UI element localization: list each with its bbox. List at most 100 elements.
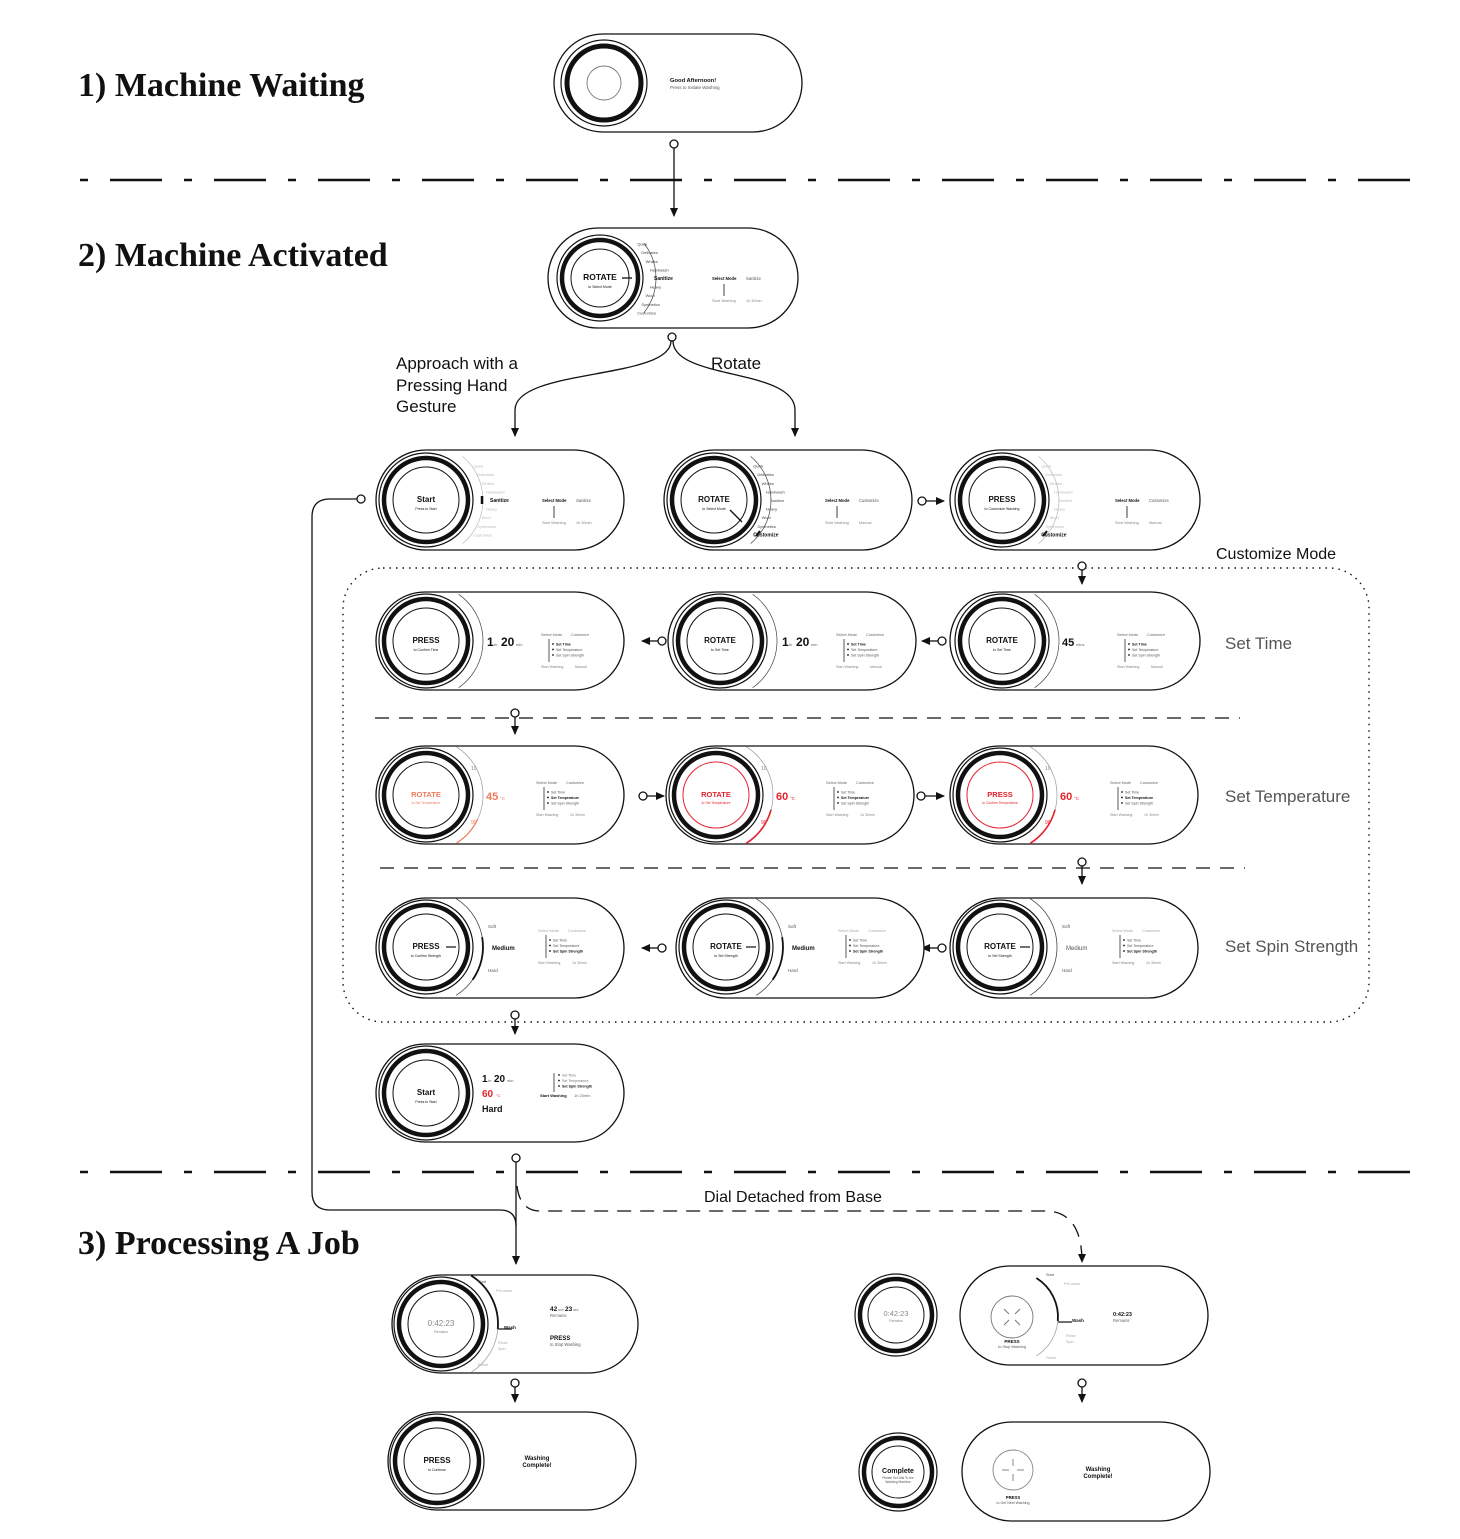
step-item: Set Spin Strength [841, 802, 869, 806]
dial-face [867, 1286, 925, 1344]
status-time: 1h 30min [572, 961, 587, 965]
status-select-mode: Select Mode [541, 633, 562, 637]
step-bullet [849, 944, 851, 947]
status-start-washing: Start Washing [538, 961, 560, 965]
stage-label: Finish [478, 1363, 488, 1367]
mode-list-item: Synthetics [641, 302, 659, 307]
mode-list-item: Customize [473, 532, 493, 537]
dial-face [966, 761, 1034, 829]
status-time: 1h 30min [860, 813, 875, 817]
status-mode: Customize [568, 929, 586, 933]
dial-inner-circle [586, 65, 622, 101]
scale-arc [750, 456, 772, 544]
status-start-washing: Start Washing [1117, 665, 1139, 669]
step-item: Set Temperature [841, 796, 869, 800]
dial-sublabel: to Set Time [993, 648, 1011, 652]
complete-message-line1: Washing [525, 1456, 550, 1462]
step-bullet [547, 791, 549, 793]
dial-pointer [729, 509, 743, 523]
dial-sublabel: to Set Strength [714, 954, 737, 958]
status-mode: Customize [866, 633, 884, 637]
temperature-unit: °C [500, 796, 506, 801]
mode-list-item: Wool [762, 515, 771, 520]
scale-top-label: 10 [1045, 766, 1051, 772]
step-item: Set Temperature [851, 648, 878, 652]
step-bullet [1121, 796, 1123, 799]
summary-minutes: 20 [494, 1074, 506, 1085]
dial-detached-label: Dial Detached from Base [704, 1189, 882, 1206]
step-item: Set Spin Strength [1125, 802, 1153, 806]
scale-arc [1034, 594, 1060, 688]
temperature-value: 60 [1060, 791, 1072, 803]
plus-icon-circle [992, 1449, 1034, 1491]
step-bullet [1123, 944, 1125, 947]
temperature-fill-arc [1029, 809, 1056, 845]
status-select-mode: Select Mode [542, 498, 567, 503]
dial-sublabel: to Confirm Time [414, 648, 439, 652]
press-label: PRESS [1004, 1339, 1019, 1344]
dial-face [392, 913, 460, 981]
panel-machine-waiting: Good Afternoon!Press to Initiate Washing [553, 33, 803, 133]
step-bullet [558, 1079, 560, 1082]
dial-face [686, 607, 754, 675]
step-item: Set Time [556, 643, 571, 647]
dial-face [392, 761, 460, 829]
dial-label: PRESS [412, 942, 440, 951]
scale-arc [752, 594, 778, 688]
dial-face [871, 1445, 925, 1499]
scale-top-label: 10 [761, 766, 767, 772]
step-item: Set Temperature [551, 796, 579, 800]
stage-label: Rinse [498, 1341, 508, 1345]
icon-stroke [1014, 1319, 1021, 1326]
status-start-washing: Start Washing [542, 521, 566, 525]
step-item: Set Time [553, 939, 567, 943]
dial-sublabel: to Set Strength [988, 954, 1011, 958]
dial-thick-ring [392, 1416, 482, 1506]
status-time: 1h 30min [1144, 813, 1159, 817]
step-item: Set Time [551, 791, 565, 795]
section-title-processing: 3) Processing A Job [78, 1225, 360, 1262]
panel-outline [959, 1265, 1209, 1366]
dial-sublabel: Press to Start [415, 1100, 436, 1104]
panel-job: 0:42:23RemainsStartPre-washWashRinseSpin… [391, 1274, 639, 1374]
scale-bottom-label: 90 [471, 820, 477, 826]
dial-sublabel: Washing Machine [885, 1480, 910, 1484]
status-mode: Customize [868, 929, 886, 933]
mode-marker [755, 530, 761, 537]
dial-thick-ring [955, 750, 1045, 840]
remaining-minutes-unit: min [558, 1308, 564, 1312]
mode-list-item: Quick [637, 242, 647, 247]
status-select-mode: Select Mode [538, 929, 559, 933]
dial-face [680, 466, 748, 534]
mode-list-item: Heavy [486, 507, 497, 512]
temperature-value: 60 [776, 791, 788, 803]
dial-label: ROTATE [583, 272, 617, 282]
section-title-activated: 2) Machine Activated [78, 237, 388, 274]
set-temperature-label: Set Temperature [1225, 787, 1350, 806]
timer-sublabel: Remains [889, 1319, 903, 1323]
dial-sublabel: Please Set Dial To the [882, 1476, 914, 1480]
time-unit: mins [1076, 642, 1084, 647]
dial-sublabel: to Set Temperature [702, 801, 731, 805]
step-item: Set Spin Strength [562, 1085, 592, 1089]
status-mode: Sanitize [576, 498, 592, 503]
step-item: Set Spin Strength [1127, 950, 1157, 954]
status-mode: Sanitize [746, 276, 762, 281]
scale-bottom-label: Hard [488, 968, 498, 973]
dial-thick-ring [957, 455, 1047, 545]
mode-marker [1042, 530, 1048, 537]
scale-arc [1029, 898, 1058, 996]
step-bullet [849, 939, 851, 941]
spin-value: Medium [792, 946, 815, 952]
dial-label: Start [417, 1088, 436, 1097]
mode-list-item: Sanitize [770, 498, 785, 503]
status-mode: Customize [1140, 781, 1158, 785]
customize-mode-region [342, 567, 1370, 1023]
approach-label-2: Pressing Hand [396, 376, 508, 395]
dial-label: PRESS [988, 495, 1016, 504]
dial-thick-ring [381, 1048, 471, 1138]
step-bullet [837, 796, 839, 799]
